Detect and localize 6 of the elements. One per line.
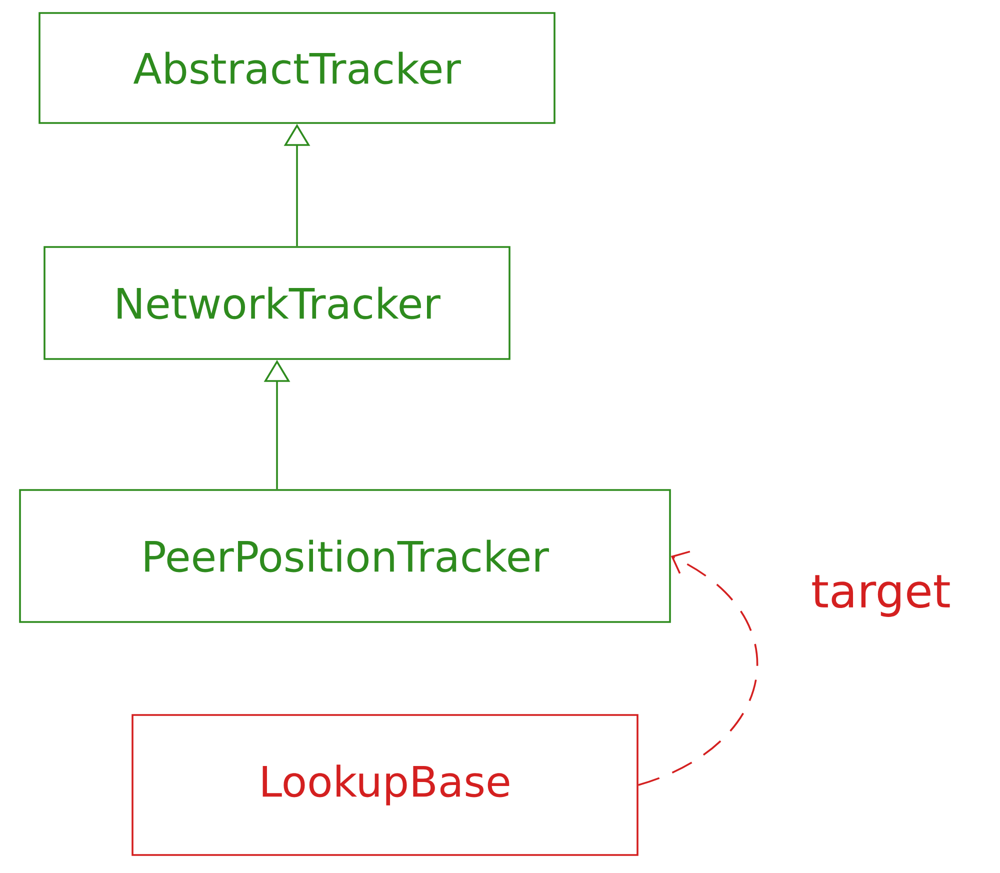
edge-label: target — [812, 575, 950, 617]
arrow — [638, 550, 758, 786]
class-box: PeerPositionTracker — [19, 489, 671, 623]
class-box: AbstractTracker — [38, 12, 556, 124]
class-box: NetworkTracker — [44, 246, 510, 360]
class-box: LookupBase — [132, 714, 638, 856]
